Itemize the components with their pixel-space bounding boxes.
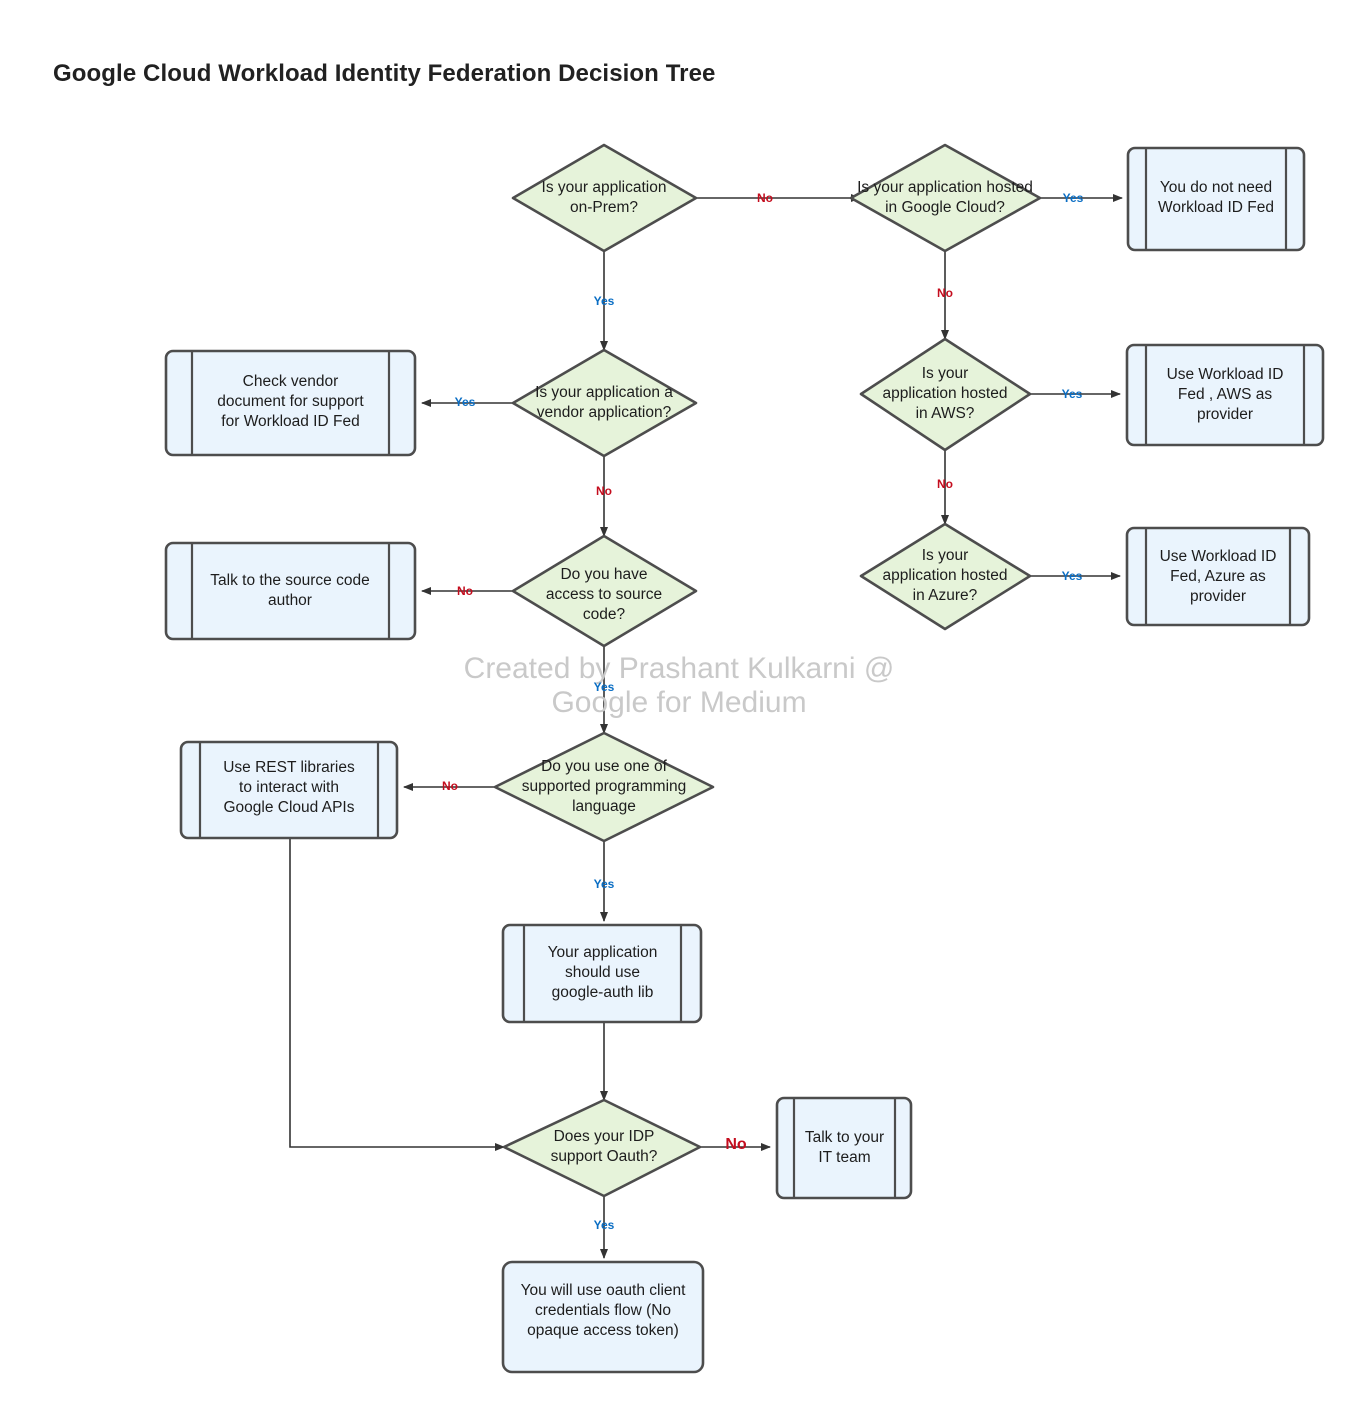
edge-label-vendor-yes: Yes xyxy=(454,395,476,409)
edge-label-idp-no: No xyxy=(725,1136,747,1153)
edge-label-onprem-yes: Yes xyxy=(593,294,615,308)
node-talk-author[interactable] xyxy=(164,541,417,641)
node-source-code[interactable] xyxy=(511,534,698,648)
node-google-auth[interactable] xyxy=(501,923,703,1024)
node-vendor-app[interactable] xyxy=(511,348,698,458)
node-supported-language[interactable] xyxy=(493,731,715,843)
edge-label-lang-yes: Yes xyxy=(593,877,615,891)
edge-label-source-no: No xyxy=(457,584,473,598)
edge-label-onprem-no: No xyxy=(757,191,773,205)
edge-label-azure-yes: Yes xyxy=(1061,569,1083,583)
node-azure-hosted[interactable] xyxy=(859,522,1032,631)
edge-label-lang-no: No xyxy=(442,779,458,793)
node-aws-hosted[interactable] xyxy=(859,337,1032,452)
edge-label-aws-yes: Yes xyxy=(1061,387,1083,401)
node-rest-libs[interactable] xyxy=(179,740,399,840)
edge-label-vendor-no: No xyxy=(596,484,612,498)
node-talk-it[interactable] xyxy=(775,1096,913,1200)
node-layer xyxy=(164,143,1325,1374)
node-on-prem[interactable] xyxy=(511,143,698,253)
node-use-azure[interactable] xyxy=(1125,526,1311,627)
edge-label-source-yes: Yes xyxy=(593,680,615,694)
edge-label-idp-yes: Yes xyxy=(593,1218,615,1232)
node-oauth-flow[interactable] xyxy=(501,1260,705,1374)
node-gcp-hosted[interactable] xyxy=(849,143,1042,253)
edge-label-gcp-no: No xyxy=(937,286,953,300)
node-no-need[interactable] xyxy=(1126,146,1306,252)
page-title: Google Cloud Workload Identity Federatio… xyxy=(53,60,716,87)
node-use-aws[interactable] xyxy=(1125,343,1325,447)
node-check-vendor[interactable] xyxy=(164,349,417,457)
edge-restlibs-to-idp xyxy=(289,838,505,1151)
node-idp-oauth[interactable] xyxy=(502,1098,702,1198)
edge-layer xyxy=(289,194,1123,1259)
edge-label-gcp-yes: Yes xyxy=(1062,191,1084,205)
edge-label-aws-no: No xyxy=(937,477,953,491)
